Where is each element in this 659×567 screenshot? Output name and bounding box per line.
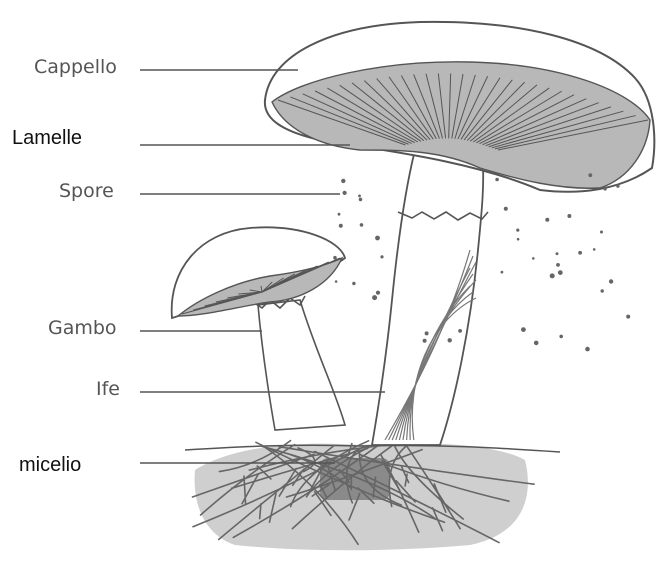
spore-dot (556, 252, 559, 255)
spore-dot (343, 191, 347, 195)
spore-dot (532, 257, 535, 260)
spore-dot (335, 280, 338, 283)
spore-dot (495, 178, 499, 182)
spore-dot (516, 229, 519, 232)
spore-dot (352, 282, 355, 285)
spore-dot (458, 329, 462, 333)
spore-dot (603, 187, 606, 190)
spore-dot (517, 238, 520, 241)
spore-dot (359, 198, 363, 202)
spore-dot (588, 173, 592, 177)
spore-dot (578, 251, 582, 255)
spore-dot (550, 273, 555, 278)
spore-dot (338, 213, 341, 216)
spore-dot (425, 331, 429, 335)
spore-dot (609, 279, 613, 283)
spore-dot (600, 231, 603, 234)
spore-dot (545, 218, 549, 222)
spore-dot (372, 295, 377, 300)
spore-dot (376, 291, 380, 295)
spore-dot (504, 207, 508, 211)
spore-dot (567, 214, 571, 218)
spore-dot (616, 184, 619, 187)
spore-dot (360, 223, 364, 227)
label-micelio: micelio (19, 455, 81, 475)
spore-dot (601, 289, 604, 292)
label-ife: Ife (96, 380, 120, 399)
spore-dot (558, 270, 563, 275)
label-lamelle: Lamelle (12, 128, 82, 148)
spore-dot (358, 195, 361, 198)
spore-dot (534, 341, 539, 346)
spore-dot (380, 255, 383, 258)
label-gambo: Gambo (48, 319, 117, 338)
spore-dot (556, 263, 560, 267)
spore-dot (585, 347, 590, 352)
spore-dot (375, 236, 380, 241)
spore-dot (423, 339, 427, 343)
spore-dot (341, 179, 345, 183)
label-spore: Spore (59, 182, 114, 201)
spore-dot (521, 327, 526, 332)
spore-dot (559, 335, 563, 339)
small-mushroom-stem (258, 300, 345, 430)
spore-dot (626, 315, 630, 319)
spore-dot (593, 248, 596, 251)
spore-dot (339, 224, 343, 228)
spore-dot (448, 338, 452, 342)
spore-dot (501, 271, 504, 274)
label-cappello: Cappello (34, 58, 117, 77)
spore-dot (333, 256, 337, 260)
